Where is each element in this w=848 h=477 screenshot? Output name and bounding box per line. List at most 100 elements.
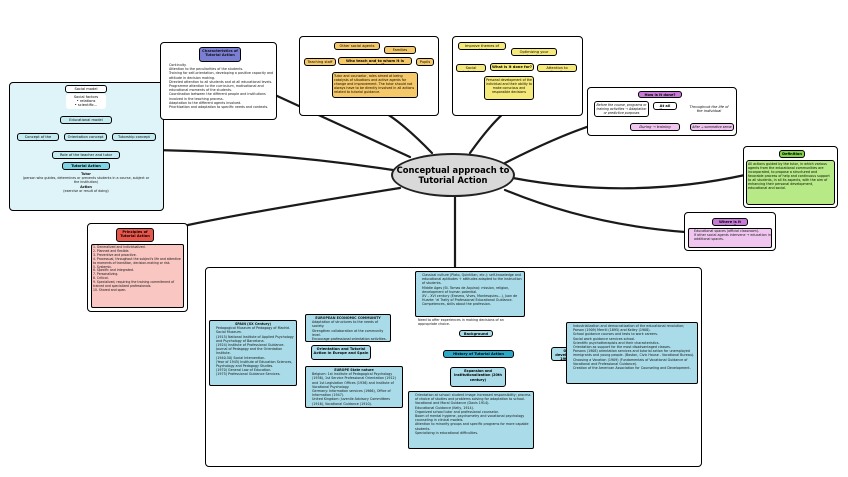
central-topic[interactable]: Conceptual approach to Tutorial Action (391, 153, 515, 197)
background-note: Need to offer experiences in making deci… (418, 318, 504, 327)
spain-title: SPAIN (XX Century) (234, 322, 272, 326)
spain-item: (1975) Professional Guidance Services. (216, 372, 295, 376)
characteristics-title[interactable]: Characteristics of Tutorial Action (199, 47, 241, 62)
europe-nature-item: United Kingdom: Juvenile Advisory Commit… (312, 397, 401, 405)
origin-list: Industrialization and democratization of… (566, 322, 698, 384)
connector-definition (511, 173, 747, 190)
origin-item: Orientation as support for the most disa… (573, 345, 696, 349)
background-items: Classical culture (Plato, Quintilian, et… (417, 273, 523, 307)
history-node[interactable]: History of Tutorial Action (443, 350, 514, 358)
families-node[interactable]: Families (384, 46, 416, 54)
principle-item: 4. Processual, throughout the subject's … (93, 256, 181, 265)
throughout-node[interactable]: Throughout the life of the individual (686, 104, 732, 112)
europe-nature-title: EUROPE State nature (334, 368, 374, 372)
educational-model-node[interactable]: Educational model (60, 116, 112, 124)
before-node[interactable]: Before the course, programs or training … (594, 101, 649, 117)
where-done-items: Educational spaces (official classroom).… (689, 229, 771, 242)
eec-title: EUROPEAN ECONOMIC COMMUNITY (315, 316, 381, 320)
definition-text: All actions guided by the tutor, in whic… (746, 160, 835, 205)
eec-item: Adaptation of structures to the needs of… (312, 320, 389, 328)
expansion-item: Vocational and Moral Guidance (Davis 191… (415, 401, 532, 405)
tutorship-concept-node[interactable]: Tutorship concept (112, 133, 156, 141)
connector-what-for (468, 110, 507, 155)
origin-items: Industrialization and democratization of… (568, 324, 696, 370)
expansion-items: Orientation at school: student image inc… (410, 393, 532, 435)
characteristics-items: Continuity. Attention to the peculiariti… (164, 63, 274, 109)
connector-where-done (503, 188, 687, 234)
attention-diversity-node[interactable]: Attention to diversity (537, 64, 577, 72)
principle-item: 6. Specific and integrated. (93, 268, 134, 273)
central-title: Conceptual approach to Tutorial Action (396, 164, 510, 186)
characteristic-item: Programme attention to the curriculum, m… (169, 84, 274, 92)
characteristic-item: Attention to the peculiarities of the st… (169, 67, 274, 71)
background-item: XV – XVI century (Erasmo, Vives, Montesq… (422, 294, 523, 307)
spain-item: Journal of Pedagogy and the Orientation … (216, 347, 295, 355)
improve-themes-node[interactable]: Improve themes of subjects (458, 42, 506, 50)
expansion-item: Educational Guidance (Kelly, 1914). (415, 406, 532, 410)
principles-title[interactable]: Principles of Tutorial Action (116, 228, 154, 242)
eec-box: EUROPEAN ECONOMIC COMMUNITY Adaptation o… (305, 314, 391, 342)
origin-item: Parsons (1908) orientation services and … (573, 349, 696, 357)
concept-school-node[interactable]: Concept of the school (17, 133, 59, 141)
optimizing-node[interactable]: Optimizing your learning (511, 48, 557, 56)
principle-item: 9. Specialized, requiring the training c… (93, 280, 175, 289)
social-inclusion-node[interactable]: Social inclusion (456, 64, 486, 72)
after-node[interactable]: After → summative sense and impact evalu… (690, 123, 734, 131)
definition-title[interactable]: Definition (779, 150, 805, 158)
characteristic-item: Adaptation to the different agents invol… (169, 101, 274, 105)
other-agents-node[interactable]: Other social agents (334, 42, 380, 50)
where-item: Educational spaces (official classroom). (694, 229, 771, 233)
principle-item: 8. Critical. (93, 276, 109, 281)
during-node[interactable]: During → training improvement (630, 123, 680, 131)
europe-spain-node[interactable]: Orientation and Tutorial Action in Europ… (311, 345, 371, 360)
spain-item: (1940-50) Social Intervention. (216, 356, 295, 360)
characteristic-item: Continuity. (169, 63, 274, 67)
principle-item: 10. Shared and open. (93, 287, 127, 292)
who-teach-central[interactable]: Who teach and to whom it is directed? (338, 57, 412, 65)
expansion-item: Attention to minority groups and specifi… (415, 422, 532, 430)
action-text: (exercise or result of doing) (63, 188, 109, 193)
principle-item: 2. Planned and flexible. (93, 248, 130, 253)
origin-item: School guidance courses and tests to wor… (573, 332, 696, 336)
characteristic-item: Coordination between the different peopl… (169, 92, 274, 100)
eec-items: Adaptation of structures to the needs of… (307, 320, 389, 341)
what-for-central[interactable]: What is it done for? (490, 63, 534, 71)
expansion-item: Specializing in educational difficulties… (415, 431, 532, 435)
background-item: Classical culture (Plato, Quintilian, et… (422, 273, 523, 286)
spain-item: Social Museum. (216, 330, 295, 334)
europe-nature-box: EUROPE State nature Belgium: 1st Institu… (305, 366, 403, 408)
spain-item: (1970) General Law of Education. (216, 368, 295, 372)
action-label: Action (80, 184, 92, 189)
social-factors-node[interactable]: Social factors • relations • scientific.… (66, 94, 106, 109)
spain-item: (1915) National Institute of Applied Psy… (216, 335, 295, 343)
background-item: Middle Ages (St. Tomas de Aquino): missi… (422, 286, 523, 294)
expansion-item: Boom of mental hygiene, psychometry and … (415, 414, 532, 422)
where-done-title[interactable]: Where is it done? (712, 218, 748, 226)
europe-nature-item: Germany: Information services (1966), Of… (312, 389, 401, 397)
europe-nature-item: Belgium: 1st Institute of Pedagogical Ps… (312, 372, 401, 389)
where-item: If other social agents intervene → educa… (694, 233, 771, 241)
tutor-label: Tutor (81, 172, 91, 176)
background-list: Classical culture (Plato, Quintilian, et… (415, 271, 525, 317)
at-all-times-node[interactable]: At all times (653, 102, 677, 110)
origin-item: Industrialization and democratization of… (573, 324, 696, 332)
expansion-item: Organized school tutor and professional … (415, 410, 532, 414)
characteristic-item: Prioritization and adaptation to specifi… (169, 105, 274, 109)
where-done-list: Educational spaces (official classroom).… (688, 228, 772, 248)
role-teacher-node[interactable]: Role of the teacher and tutor (52, 151, 120, 159)
tutorial-action-node[interactable]: Tutorial Action (62, 162, 110, 170)
expansion-node[interactable]: Expansion and institutionalization (20th… (450, 367, 506, 387)
principle-item: 5. Systemic. (93, 264, 113, 269)
tutor-definition: Tutor (person who guides, determines or … (22, 172, 150, 208)
how-done-title[interactable]: How is it done? (638, 91, 682, 98)
teaching-staff-node[interactable]: Teaching staff (304, 58, 336, 66)
europe-nature-items: Belgium: 1st Institute of Pedagogical Ps… (307, 372, 401, 406)
background-node[interactable]: Background (459, 330, 493, 337)
eec-item: Strengthen collaboration at the communit… (312, 329, 389, 337)
connector-tutorial-role (133, 148, 395, 172)
pupils-node[interactable]: Pupils (416, 58, 434, 66)
orientation-concept-node[interactable]: Orientation concept (64, 133, 107, 141)
principle-item: 7. Personalizing. (93, 272, 119, 277)
social-model-node[interactable]: Social model (65, 85, 107, 93)
spain-item: Pedagogical Museum of Pedagogy of Madrid… (216, 326, 295, 330)
